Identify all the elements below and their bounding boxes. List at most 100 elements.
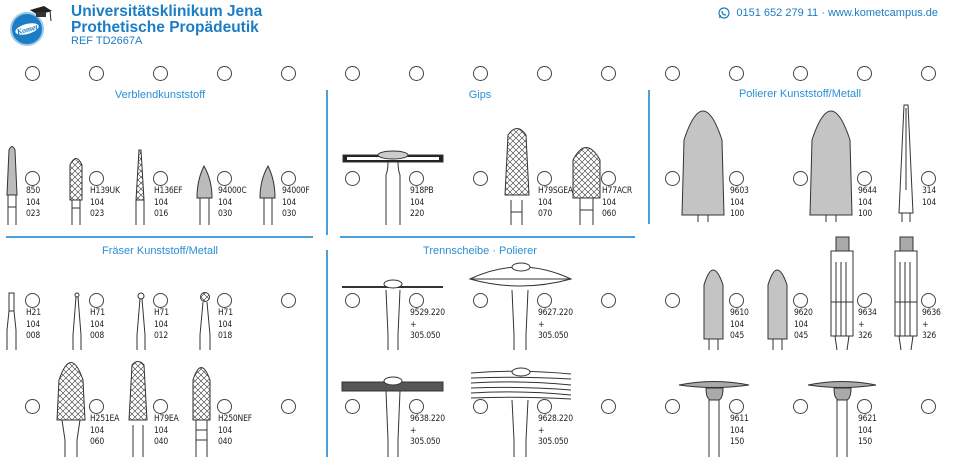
- slot-circle[interactable]: [857, 171, 872, 186]
- product-label-line: 850: [26, 186, 40, 196]
- slot-circle[interactable]: [89, 66, 104, 81]
- slot-circle[interactable]: [473, 399, 488, 414]
- slot-circle[interactable]: [153, 171, 168, 186]
- slot-circle[interactable]: [345, 399, 360, 414]
- slot-circle[interactable]: [345, 171, 360, 186]
- product-label-line: 305.050: [410, 331, 441, 341]
- slot-circle[interactable]: [665, 66, 680, 81]
- product-label-line: 104: [922, 197, 936, 208]
- slot-circle[interactable]: [409, 66, 424, 81]
- slot-circle[interactable]: [793, 66, 808, 81]
- slot-circle[interactable]: [217, 293, 232, 308]
- product-label-line: 070: [538, 209, 552, 219]
- slot-circle[interactable]: [729, 171, 744, 186]
- slot-circle[interactable]: [921, 293, 936, 308]
- slot-circle[interactable]: [25, 399, 40, 414]
- product-label-line: 016: [154, 209, 168, 219]
- slot-circle[interactable]: [793, 399, 808, 414]
- slot-circle[interactable]: [281, 293, 296, 308]
- polisher-9627-icon: [468, 262, 573, 350]
- slot-circle[interactable]: [153, 66, 168, 81]
- slot-circle[interactable]: [921, 399, 936, 414]
- slot-circle[interactable]: [473, 171, 488, 186]
- slot-circle[interactable]: [729, 293, 744, 308]
- slot-circle[interactable]: [473, 293, 488, 308]
- polisher-314-icon: [898, 104, 914, 222]
- slot-circle[interactable]: [153, 399, 168, 414]
- product-label-line: 104: [154, 425, 168, 436]
- slot-circle[interactable]: [281, 171, 296, 186]
- slot-circle[interactable]: [537, 171, 552, 186]
- slot-circle[interactable]: [25, 66, 40, 81]
- slot-circle[interactable]: [921, 171, 936, 186]
- slot-circle[interactable]: [601, 171, 616, 186]
- contact-text[interactable]: 0151 652 279 11 · www.kometcampus.de: [736, 7, 938, 19]
- slot-circle[interactable]: [537, 293, 552, 308]
- slot-circle[interactable]: [217, 66, 232, 81]
- slot-circle[interactable]: [409, 293, 424, 308]
- slot-circle[interactable]: [281, 399, 296, 414]
- product-label-line: 104: [282, 197, 296, 208]
- slot-circle[interactable]: [217, 171, 232, 186]
- slot-circle[interactable]: [281, 66, 296, 81]
- slot-circle[interactable]: [665, 399, 680, 414]
- slot-circle[interactable]: [537, 66, 552, 81]
- section-title-polierer: Polierer Kunststoff/Metall: [738, 88, 862, 100]
- product-label-line: 045: [730, 331, 744, 341]
- product-label: 9634+326: [858, 308, 877, 343]
- slot-circle[interactable]: [793, 171, 808, 186]
- bur-h71-008-icon: [72, 292, 82, 350]
- product-label-line: 305.050: [538, 331, 569, 341]
- divider: [340, 236, 635, 238]
- slot-circle[interactable]: [665, 293, 680, 308]
- slot-circle[interactable]: [601, 293, 616, 308]
- slot-circle[interactable]: [729, 66, 744, 81]
- product-label-line: 9611: [730, 414, 749, 424]
- header-title-line1: Universitätsklinikum Jena: [71, 3, 263, 20]
- slot-circle[interactable]: [89, 293, 104, 308]
- slot-circle[interactable]: [345, 66, 360, 81]
- slot-circle[interactable]: [793, 293, 808, 308]
- divider: [648, 90, 650, 224]
- slot-circle[interactable]: [217, 399, 232, 414]
- slot-circle[interactable]: [729, 399, 744, 414]
- product-label-line: 104: [218, 197, 232, 208]
- product-label-line: 100: [858, 209, 872, 219]
- slot-circle[interactable]: [25, 293, 40, 308]
- bur-94000f-icon: [259, 164, 276, 225]
- slot-circle[interactable]: [921, 66, 936, 81]
- product-label-line: 104: [90, 319, 104, 330]
- product-label-line: 104: [218, 319, 232, 330]
- product-label-line: +: [858, 319, 865, 330]
- product-label-line: 150: [858, 437, 872, 447]
- slot-circle[interactable]: [665, 171, 680, 186]
- slot-circle[interactable]: [537, 399, 552, 414]
- divider: [6, 236, 313, 238]
- product-label-line: 030: [218, 209, 232, 219]
- divider: [326, 250, 328, 457]
- slot-circle[interactable]: [601, 399, 616, 414]
- slot-circle[interactable]: [25, 171, 40, 186]
- slot-circle[interactable]: [89, 171, 104, 186]
- slot-circle[interactable]: [857, 293, 872, 308]
- slot-circle[interactable]: [89, 399, 104, 414]
- product-label-line: 104: [538, 197, 552, 208]
- slot-circle[interactable]: [473, 66, 488, 81]
- slot-circle[interactable]: [857, 399, 872, 414]
- slot-circle[interactable]: [857, 66, 872, 81]
- slot-circle[interactable]: [601, 66, 616, 81]
- slot-circle[interactable]: [345, 293, 360, 308]
- slot-circle[interactable]: [409, 171, 424, 186]
- slot-circle[interactable]: [153, 293, 168, 308]
- slot-circle[interactable]: [409, 399, 424, 414]
- product-label-line: H79SGEA: [538, 186, 573, 196]
- product-label-line: 150: [730, 437, 744, 447]
- product-label-line: 104: [794, 319, 808, 330]
